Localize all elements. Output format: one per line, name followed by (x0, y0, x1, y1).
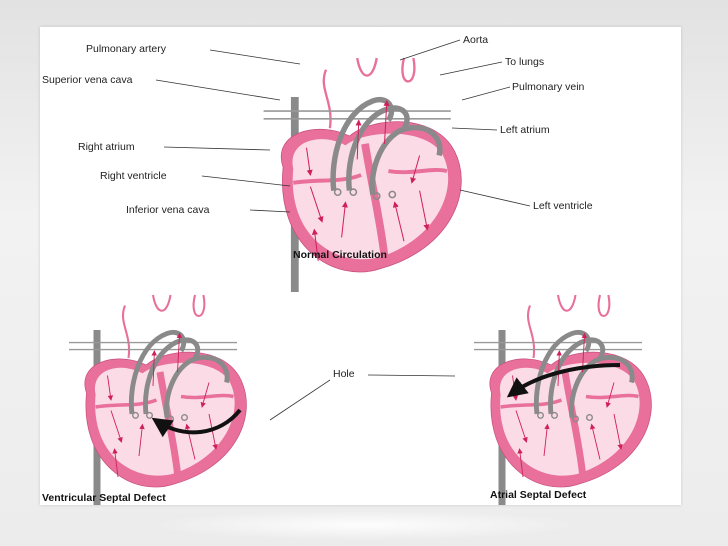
label-left-ventricle: Left ventricle (533, 200, 593, 212)
hole-callout: Hole (269, 368, 456, 421)
defect-flow-arrow-asd (506, 363, 621, 398)
label-pulmonary-artery: Pulmonary artery (86, 43, 167, 55)
caption-ventricular-septal-defect: Ventricular Septal Defect (42, 492, 166, 504)
heart-illustration-asd (474, 295, 651, 505)
label-leaders (155, 39, 531, 213)
caption-normal-circulation: Normal Circulation (293, 249, 387, 261)
label-pulmonary-vein: Pulmonary vein (512, 81, 585, 93)
label-left-atrium: Left atrium (500, 124, 550, 136)
label-aorta: Aorta (463, 34, 488, 46)
defect-flow-arrow-vsd (151, 408, 242, 438)
caption-atrial-septal-defect: Atrial Septal Defect (490, 489, 587, 501)
label-hole: Hole (333, 368, 355, 380)
asd-diagram: Atrial Septal Defect (474, 295, 651, 505)
slide-reflection (150, 510, 580, 540)
label-to-lungs: To lungs (505, 56, 544, 68)
label-inferior-vena-cava: Inferior vena cava (126, 204, 210, 216)
label-superior-vena-cava: Superior vena cava (42, 74, 133, 86)
label-right-ventricle: Right ventricle (100, 170, 167, 182)
label-right-atrium: Right atrium (78, 141, 135, 153)
vsd-diagram: Ventricular Septal Defect (42, 295, 246, 505)
heart-illustration-vsd (69, 295, 246, 505)
normal-circulation-diagram: Pulmonary artery Superior vena cava Righ… (42, 34, 593, 292)
